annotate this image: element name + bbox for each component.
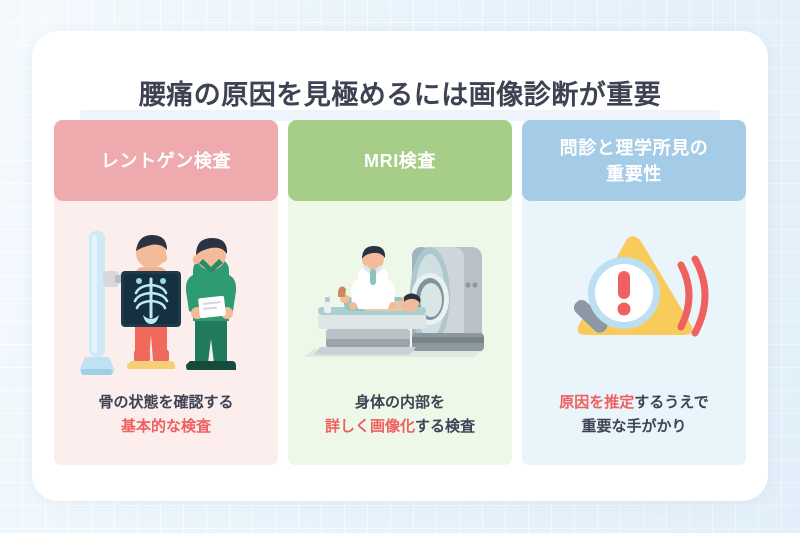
card-interview[interactable]: 問診と理学所見の 重要性 [522, 120, 746, 465]
xray-exam-illustration [54, 201, 278, 391]
content-panel: 腰痛の原因を見極めるには画像診断が重要 レントゲン検査 [32, 31, 768, 501]
card-interview-caption-line1: 原因を推定するうえで [528, 391, 740, 415]
card-mri-caption-line1: 身体の内部を [354, 394, 445, 411]
title-block: 腰痛の原因を見極めるには画像診断が重要 [32, 57, 768, 133]
card-interview-header-label: 問診と理学所見の 重要性 [559, 137, 709, 184]
card-interview-caption-highlight: 原因を推定 [559, 394, 635, 411]
card-xray-header: レントゲン検査 [54, 120, 278, 201]
card-xray-caption-highlight: 基本的な検査 [120, 418, 211, 435]
card-xray[interactable]: レントゲン検査 [54, 120, 278, 465]
card-mri-header-label: MRI検査 [364, 150, 436, 171]
card-mri-caption-highlight: 詳しく画像化 [324, 418, 415, 435]
card-xray-caption: 骨の状態を確認する 基本的な検査 [54, 391, 278, 439]
card-mri-caption-line2: 詳しく画像化する検査 [294, 415, 506, 439]
warning-magnifier-illustration [522, 201, 746, 391]
title-underline [80, 110, 720, 121]
card-interview-caption-rest: するうえで [634, 394, 709, 411]
card-xray-caption-line1: 骨の状態を確認する [98, 394, 234, 411]
card-mri-caption-rest: する検査 [415, 418, 476, 435]
page-title: 腰痛の原因を見極めるには画像診断が重要 [138, 80, 662, 111]
card-xray-caption-line2: 基本的な検査 [60, 415, 272, 439]
card-mri-header: MRI検査 [288, 120, 512, 201]
card-interview-caption-line2: 重要な手がかり [581, 418, 687, 435]
card-interview-header: 問診と理学所見の 重要性 [522, 120, 746, 201]
mri-scanner-illustration [288, 201, 512, 391]
card-xray-header-label: レントゲン検査 [100, 150, 232, 171]
card-mri-caption: 身体の内部を 詳しく画像化する検査 [288, 391, 512, 439]
card-interview-caption: 原因を推定するうえで 重要な手がかり [522, 391, 746, 439]
card-mri[interactable]: MRI検査 [288, 120, 512, 465]
